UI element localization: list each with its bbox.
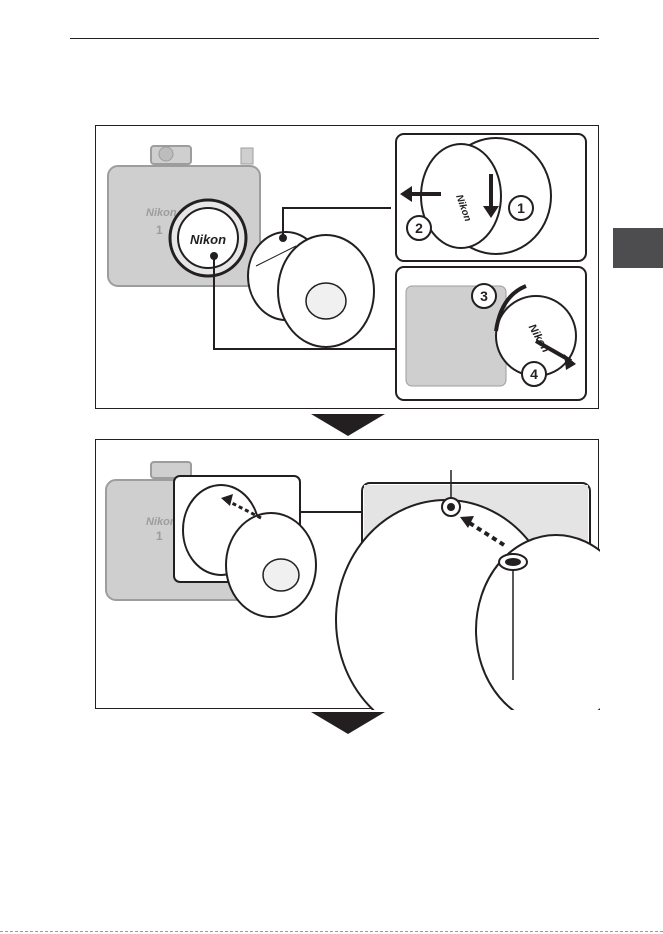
step-1: 1 xyxy=(517,200,525,216)
camera-brand-attach: Nikon xyxy=(146,516,177,528)
attach-lens-illustration: Nikon 1 xyxy=(96,440,600,710)
panel-remove-caps: Nikon Nikon 1 Nikon 1 2 xyxy=(95,125,599,409)
down-arrow-icon xyxy=(311,414,385,436)
camera-brand: Nikon xyxy=(146,207,177,219)
inset-body-cap: Nikon 3 4 xyxy=(396,267,586,400)
down-arrow-icon xyxy=(311,712,385,734)
camera-model-attach: 1 xyxy=(156,529,163,543)
body-cap-brand: Nikon xyxy=(190,232,226,247)
inset-rear-cap: Nikon 1 2 xyxy=(396,134,586,261)
panel-attach-lens: Nikon 1 xyxy=(95,439,599,709)
step-3: 3 xyxy=(480,288,488,304)
inset-alignment xyxy=(336,470,600,710)
camera-model: 1 xyxy=(156,223,163,237)
lens xyxy=(248,232,374,347)
camera-body-attach: Nikon 1 xyxy=(106,462,316,617)
remove-caps-illustration: Nikon Nikon 1 Nikon 1 2 xyxy=(96,126,600,410)
page-bottom-border xyxy=(0,931,663,932)
header-rule xyxy=(70,38,599,39)
camera-body: Nikon Nikon 1 xyxy=(108,146,260,286)
step-4: 4 xyxy=(530,366,538,382)
chapter-tab xyxy=(613,228,663,268)
step-2: 2 xyxy=(415,220,423,236)
